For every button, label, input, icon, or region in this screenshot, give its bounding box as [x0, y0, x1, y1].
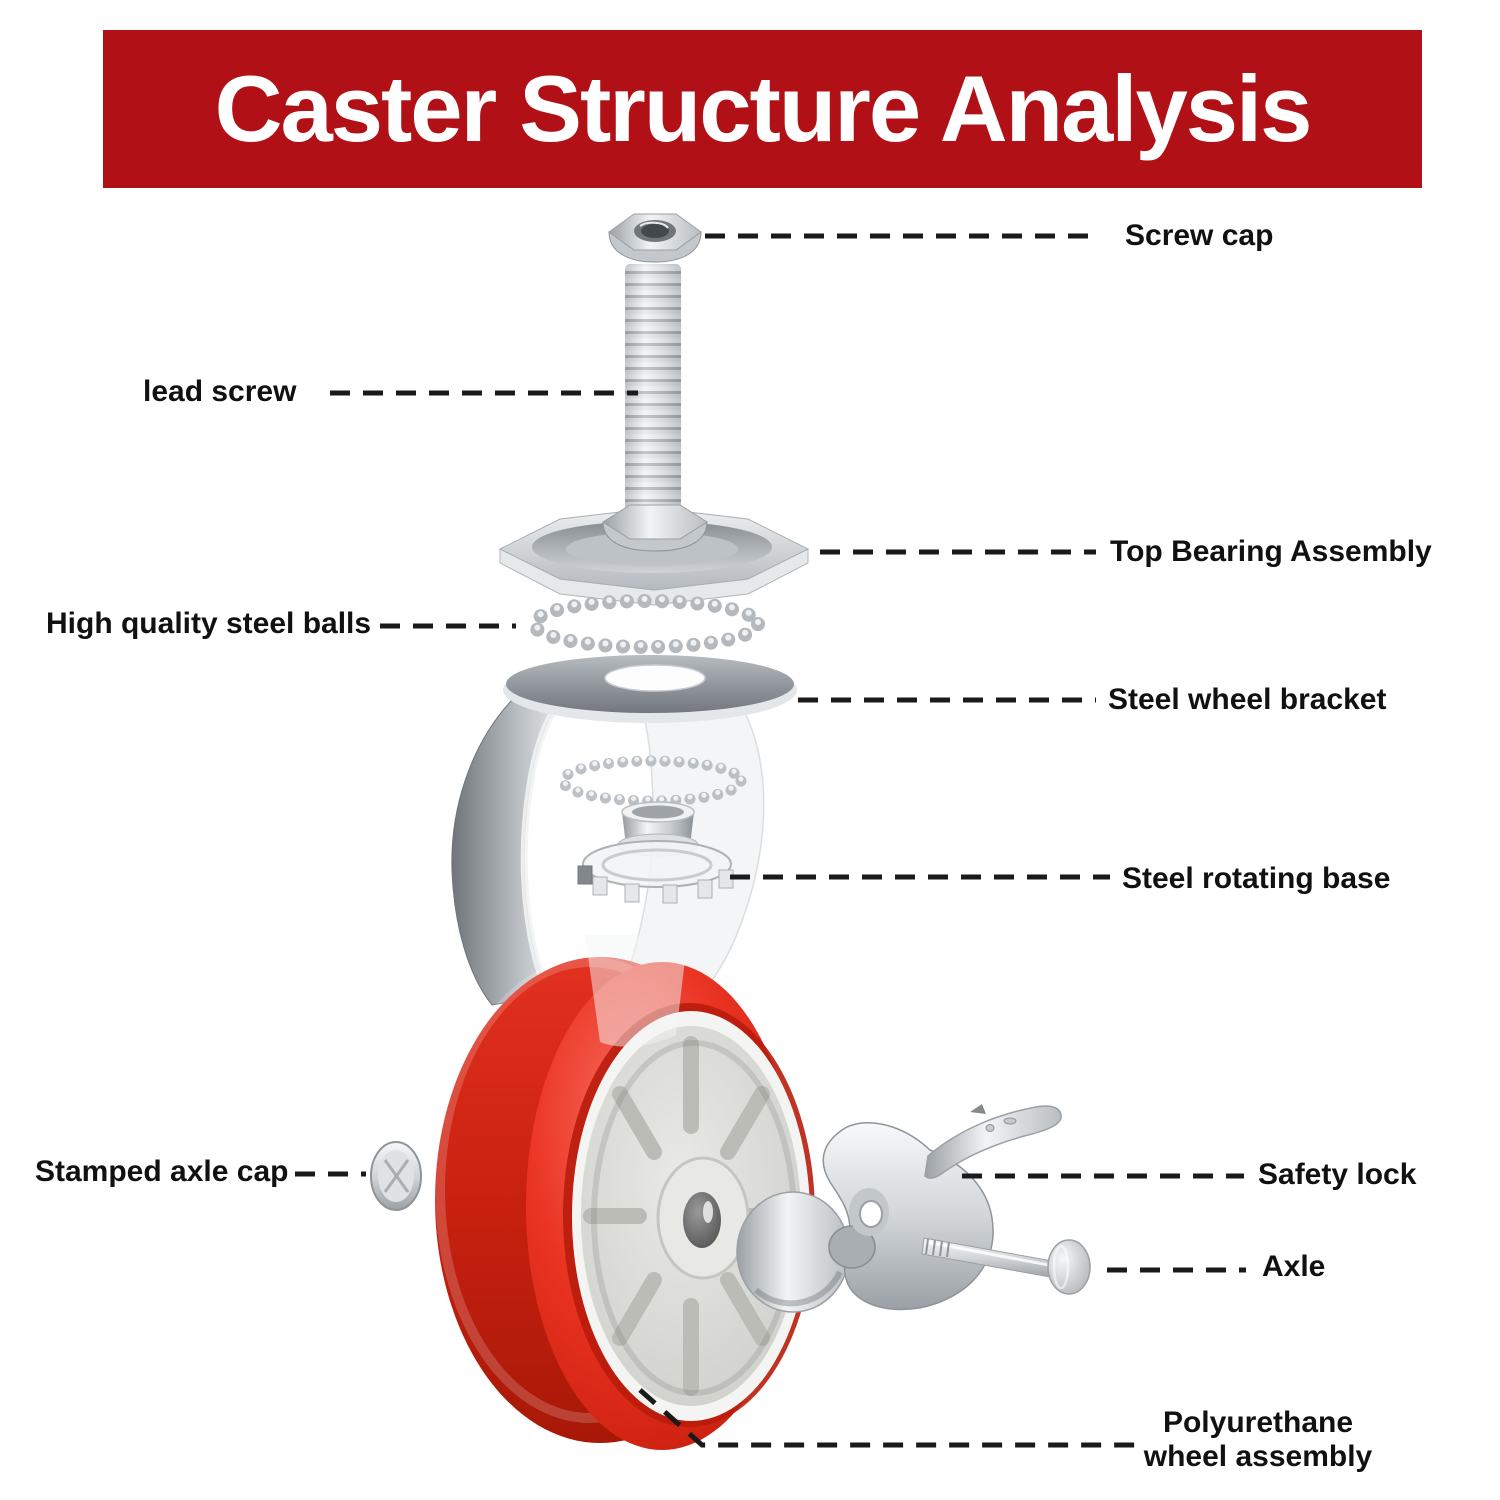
label-high-quality-steel-balls: High quality steel balls [46, 607, 372, 640]
steel-balls-ring-lower [557, 755, 747, 807]
label-axle: Axle [1262, 1250, 1326, 1283]
page-title: Caster Structure Analysis [214, 56, 1313, 161]
safety-lock-part [736, 1104, 1062, 1313]
label-steel-wheel-bracket: Steel wheel bracket [1108, 683, 1387, 716]
wheel-assembly-leader [638, 1388, 1138, 1448]
label-polyurethane-line1: Polyurethane [1162, 1406, 1354, 1439]
steel-balls-ring-upper [527, 594, 765, 654]
polyurethane-wheel-part [435, 935, 815, 1450]
axle-part [921, 1237, 1091, 1295]
stamped-axle-cap-part [370, 1141, 422, 1211]
title-banner: Caster Structure Analysis [103, 30, 1422, 188]
plate-hex-nut [602, 504, 708, 552]
lead-screw-part [625, 264, 681, 530]
label-lead-screw: lead screw [143, 375, 297, 408]
screw-cap-part [608, 213, 702, 263]
label-screw-cap: Screw cap [1125, 219, 1274, 252]
label-safety-lock: Safety lock [1258, 1158, 1417, 1191]
label-polyurethane-line2: wheel assembly [1143, 1440, 1373, 1473]
label-steel-rotating-base: Steel rotating base [1122, 862, 1391, 895]
label-stamped-axle-cap: Stamped axle cap [35, 1155, 289, 1188]
steel-rotating-base-part [577, 801, 734, 904]
label-top-bearing-assembly: Top Bearing Assembly [1110, 535, 1432, 568]
label-polyurethane-wheel-assembly: Polyurethane wheel assembly [1108, 1406, 1408, 1474]
